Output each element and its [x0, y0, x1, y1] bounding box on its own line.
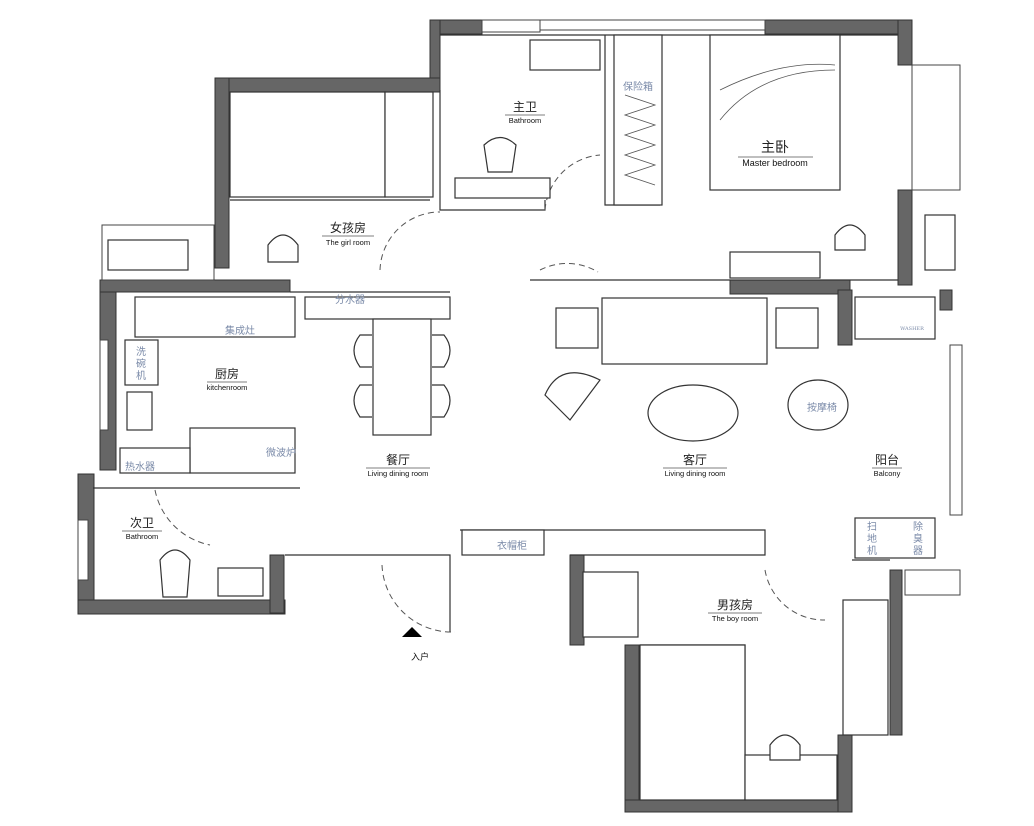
svg-text:kitchenroom: kitchenroom: [207, 383, 248, 392]
furniture: [107, 34, 956, 801]
svg-text:Living dining room: Living dining room: [368, 469, 429, 478]
svg-text:主卫: 主卫: [513, 100, 537, 114]
svg-text:扫: 扫: [867, 520, 877, 533]
entrance-label: 入户: [411, 651, 429, 662]
kitchen-counter: [134, 296, 296, 338]
svg-text:The girl room: The girl room: [326, 238, 370, 247]
svg-text:餐厅: 餐厅: [386, 452, 410, 467]
walls: [77, 19, 953, 813]
appliance-labels: 洗 碗 机 分水器 集成灶 微波炉 热水器 保险箱 衣帽柜 按摩椅 扫 地 机 …: [125, 80, 924, 557]
svg-text:厨房: 厨房: [215, 366, 239, 381]
toilet-master: [483, 136, 517, 173]
room-label-balcony: 阳台 Balcony: [872, 452, 902, 478]
svg-text:分水器: 分水器: [335, 294, 365, 306]
room-label-master-bath: 主卫 Bathroom: [505, 100, 545, 125]
svg-text:阳台: 阳台: [875, 452, 899, 467]
room-label-girl-room: 女孩房 The girl room: [322, 220, 374, 247]
svg-text:Bathroom: Bathroom: [126, 532, 159, 541]
svg-text:微波炉: 微波炉: [266, 446, 296, 459]
svg-text:洗: 洗: [136, 346, 146, 358]
svg-text:地: 地: [867, 532, 877, 545]
dining-table: [372, 318, 432, 436]
svg-text:Bathroom: Bathroom: [509, 116, 542, 125]
room-label-dining: 餐厅 Living dining room: [366, 452, 430, 478]
svg-text:机: 机: [867, 544, 877, 557]
svg-text:女孩房: 女孩房: [330, 220, 366, 235]
svg-text:客厅: 客厅: [683, 452, 707, 467]
master-bed: [709, 34, 841, 191]
svg-text:碗: 碗: [136, 357, 146, 370]
svg-text:集成灶: 集成灶: [225, 324, 255, 337]
svg-text:Living dining room: Living dining room: [665, 469, 726, 478]
girl-bed: [229, 91, 386, 198]
svg-text:保险箱: 保险箱: [623, 80, 653, 93]
massage-chair: [787, 379, 849, 431]
svg-text:热水器: 热水器: [125, 460, 155, 473]
svg-text:臭: 臭: [913, 532, 923, 545]
svg-text:主卧: 主卧: [761, 140, 789, 156]
svg-text:男孩房: 男孩房: [717, 597, 753, 612]
room-label-boy-room: 男孩房 The boy room: [708, 597, 762, 623]
wardrobe: [613, 34, 663, 206]
svg-text:机: 机: [136, 369, 146, 382]
sofa: [601, 297, 768, 365]
svg-text:器: 器: [913, 545, 923, 557]
room-label-master-bedroom: 主卧 Master bedroom: [738, 140, 813, 168]
boy-bed: [639, 644, 746, 801]
svg-text:Master bedroom: Master bedroom: [742, 158, 808, 168]
coffee-table: [647, 384, 739, 442]
room-label-living: 客厅 Living dining room: [663, 452, 727, 478]
svg-text:Balcony: Balcony: [874, 469, 901, 478]
room-label-kitchen: 厨房 kitchenroom: [207, 366, 248, 392]
svg-text:WASHER: WASHER: [900, 326, 924, 332]
svg-text:按摩椅: 按摩椅: [807, 401, 837, 414]
svg-text:除: 除: [913, 520, 923, 533]
svg-text:次卫: 次卫: [130, 516, 154, 530]
room-label-second-bath: 次卫 Bathroom: [122, 516, 162, 541]
svg-text:The boy room: The boy room: [712, 614, 758, 623]
doors: [154, 154, 826, 633]
svg-text:衣帽柜: 衣帽柜: [497, 539, 527, 552]
toilet-second: [159, 549, 191, 598]
